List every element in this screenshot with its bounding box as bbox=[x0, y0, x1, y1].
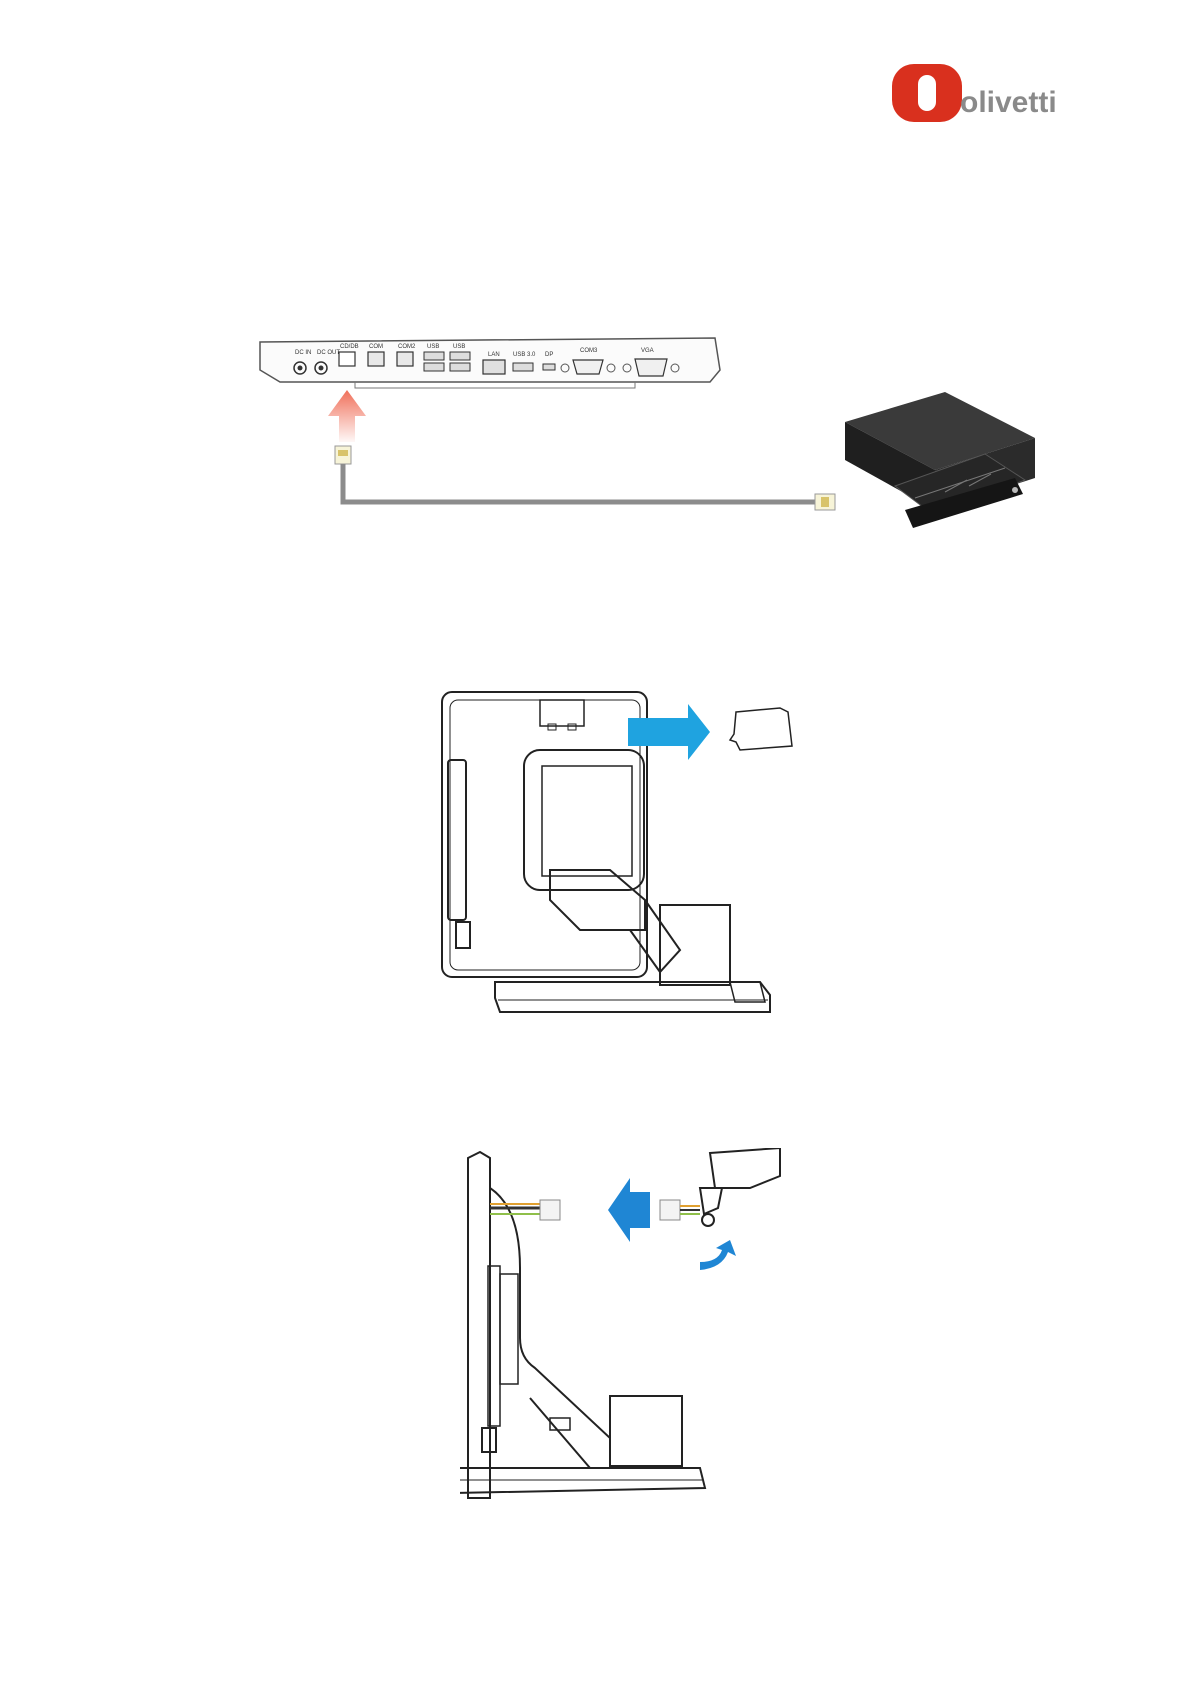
port-label: DP bbox=[545, 352, 553, 358]
figure-cash-drawer-connection: DC IN DC OUT CD/DB COM COM2 USB USB LAN … bbox=[255, 330, 1055, 580]
stand-base bbox=[495, 982, 770, 1012]
usb-port bbox=[424, 352, 444, 360]
logo-mark-inner bbox=[918, 75, 936, 111]
usb-port bbox=[450, 363, 470, 371]
port-label: DC IN bbox=[295, 350, 311, 356]
lan-port bbox=[483, 360, 505, 374]
usb-port bbox=[450, 352, 470, 360]
rotate-arrow bbox=[700, 1240, 736, 1270]
connector-display-side bbox=[660, 1200, 680, 1220]
port-label: DC OUT bbox=[317, 350, 340, 356]
usb-port bbox=[424, 363, 444, 371]
figure-connect-customer-display bbox=[460, 1148, 840, 1518]
vga-port bbox=[635, 359, 667, 376]
figure-remove-cover bbox=[440, 690, 840, 1060]
rear-cover-piece bbox=[730, 708, 792, 750]
insert-arrow-up bbox=[328, 390, 366, 442]
com2-port bbox=[397, 352, 413, 366]
side-port bbox=[456, 922, 470, 948]
stand-arm bbox=[550, 870, 645, 930]
usb3-port bbox=[513, 363, 533, 371]
terminal-back-frame bbox=[442, 692, 647, 977]
cd-db-port bbox=[339, 352, 355, 366]
customer-display bbox=[700, 1148, 780, 1226]
stand-rear-block bbox=[660, 905, 730, 985]
olivetti-logo: olivetti bbox=[890, 62, 1070, 126]
stand-rear-block bbox=[610, 1396, 682, 1466]
io-panel-lip bbox=[355, 382, 635, 388]
logo-wordmark: olivetti bbox=[960, 86, 1057, 119]
port-label: USB 3.0 bbox=[513, 352, 536, 358]
cash-drawer bbox=[845, 392, 1035, 528]
port-label: COM2 bbox=[398, 344, 416, 350]
connect-arrow-left bbox=[608, 1178, 650, 1242]
drawer-cable bbox=[343, 464, 815, 502]
top-connector bbox=[540, 700, 584, 726]
port-label: USB bbox=[453, 344, 465, 350]
dp-port bbox=[543, 364, 555, 370]
port-label: USB bbox=[427, 344, 439, 350]
connector-terminal-side bbox=[540, 1200, 560, 1220]
port-label: CD/DB bbox=[340, 344, 359, 350]
port-label: LAN bbox=[488, 352, 500, 358]
terminal-side-frame bbox=[468, 1152, 490, 1498]
com3-port bbox=[573, 360, 603, 374]
port-label: VGA bbox=[641, 348, 654, 354]
port-label: COM bbox=[369, 344, 383, 350]
side-slot bbox=[448, 760, 466, 920]
com-port bbox=[368, 352, 384, 366]
port-label: COM3 bbox=[580, 348, 598, 354]
